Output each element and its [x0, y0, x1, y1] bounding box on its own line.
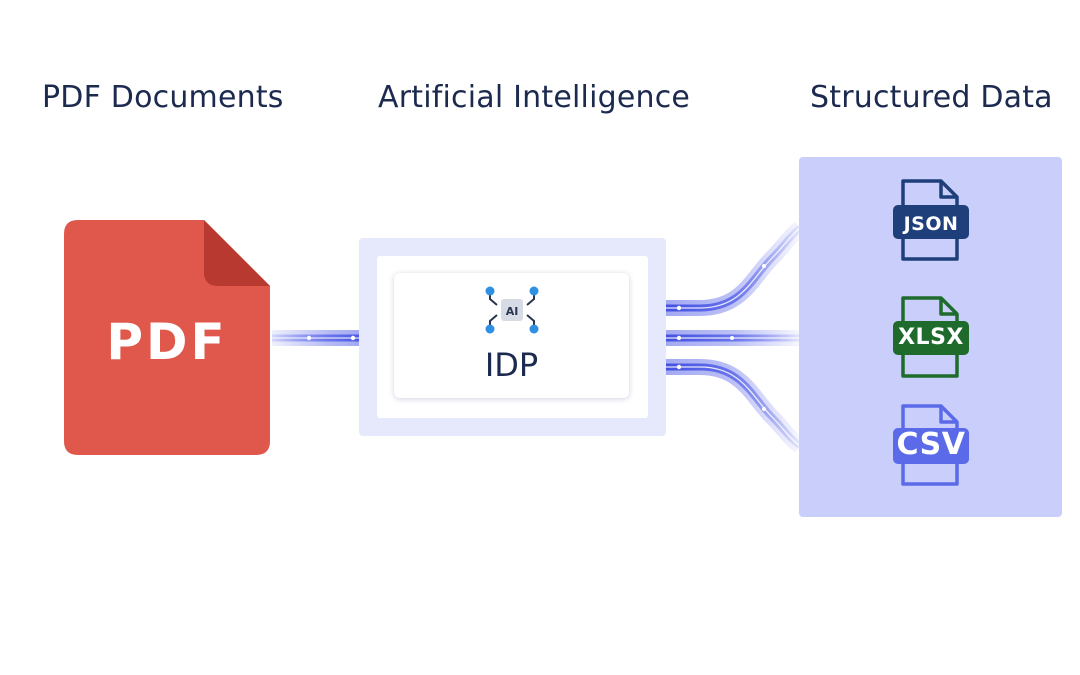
ai-chip-label: AI — [506, 305, 519, 318]
structured-data-panel: JSON XLSX CSV — [799, 157, 1062, 517]
pdf-documents-heading: PDF Documents — [42, 80, 284, 115]
json-label: JSON — [903, 213, 959, 235]
json-file: JSON — [891, 179, 971, 263]
csv-label: CSV — [896, 427, 966, 462]
pdf-label: PDF — [106, 313, 228, 371]
output-connector-top — [650, 221, 806, 316]
csv-file-icon — [893, 404, 969, 486]
output-connector-bottom — [650, 359, 805, 453]
pdf-document: PDF — [64, 220, 270, 455]
xlsx-label: XLSX — [898, 325, 964, 350]
idp-label: IDP — [484, 346, 539, 384]
artificial-intelligence-heading: Artificial Intelligence — [378, 80, 691, 115]
idp-inner-frame: AI IDP — [377, 256, 648, 418]
idp-card: AI IDP — [394, 273, 629, 398]
output-connector-middle — [650, 330, 800, 346]
pdf-file-icon — [64, 220, 270, 455]
xlsx-file: XLSX — [891, 294, 971, 378]
csv-file: CSV — [891, 404, 971, 488]
idp-processor: AI IDP — [359, 238, 666, 436]
json-file-icon — [893, 179, 969, 261]
structured-data-heading: Structured Data — [810, 80, 1053, 115]
ai-chip-icon: AI — [485, 286, 539, 334]
xlsx-file-icon — [893, 296, 969, 378]
